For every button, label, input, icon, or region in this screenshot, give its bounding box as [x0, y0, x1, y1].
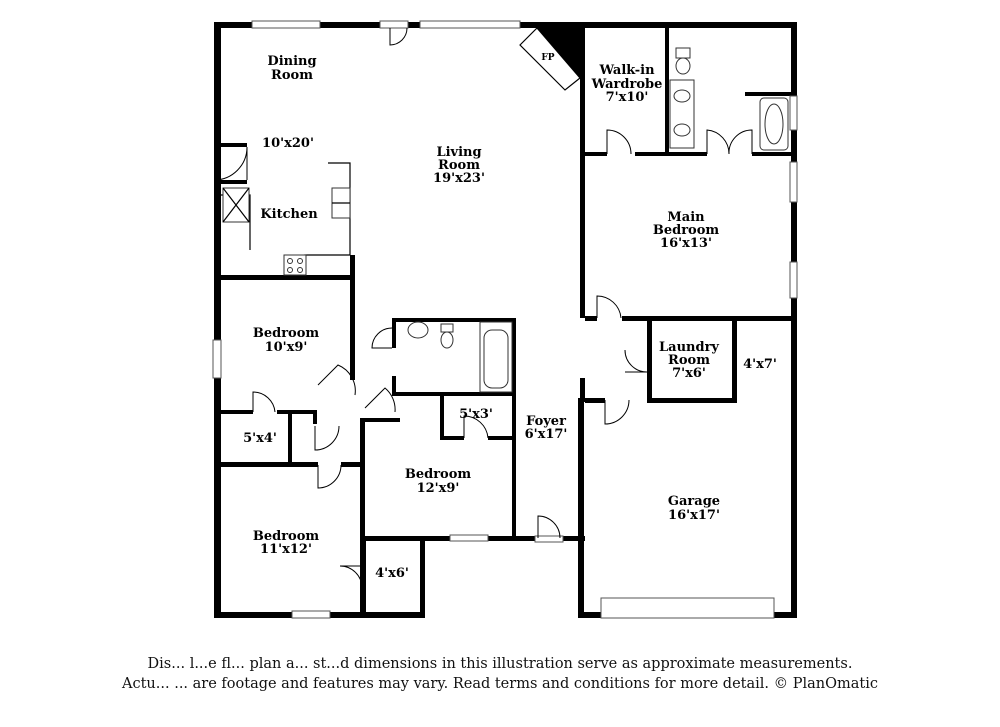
stove-icon — [283, 254, 307, 276]
windows — [212, 20, 798, 619]
kitchen-dim-label: 10'x20' — [262, 136, 314, 151]
storage-4x7-label: 4'x7' — [743, 357, 777, 372]
fireplace-label: FP — [541, 53, 554, 63]
laundry-room-dim: 7'x6' — [672, 366, 706, 381]
kitchen-label: Kitchen — [260, 207, 318, 222]
bedroom1-dim: 10'x9' — [265, 340, 308, 355]
closet-4x6-label: 4'x6' — [375, 566, 409, 581]
closet-5x4-label: 5'x4' — [243, 431, 277, 446]
disclaimer-line-2: Actu... ... are footage and features may… — [122, 676, 878, 692]
main-bedroom-dim: 16'x13' — [660, 236, 712, 251]
garage-label: Garage — [668, 494, 720, 509]
walkin-wardrobe-dim: 7'x10' — [606, 90, 649, 105]
foyer-label: Foyer — [526, 414, 566, 429]
hall-sink-icon — [407, 321, 429, 339]
hall-toilet-icon — [440, 323, 454, 333]
disclaimer-line-1: Dis... l...e fl... plan a... st...d dime… — [147, 656, 853, 672]
fixtures — [221, 47, 789, 393]
interior-walls — [221, 28, 791, 540]
garage-dim: 16'x17' — [668, 508, 720, 523]
toilet-icon — [675, 47, 691, 59]
bedroom2-label: Bedroom — [253, 529, 320, 544]
bedroom1-label: Bedroom — [253, 326, 320, 341]
closet-5x3-label: 5'x3' — [459, 407, 493, 422]
doors — [213, 27, 753, 589]
bedroom3-dim: 12'x9' — [417, 481, 460, 496]
living-room-dim: 19'x23' — [433, 171, 485, 186]
bedroom3-label: Bedroom — [405, 467, 472, 482]
foyer-dim: 6'x17' — [525, 427, 568, 442]
bedroom2-dim: 11'x12' — [260, 542, 312, 557]
